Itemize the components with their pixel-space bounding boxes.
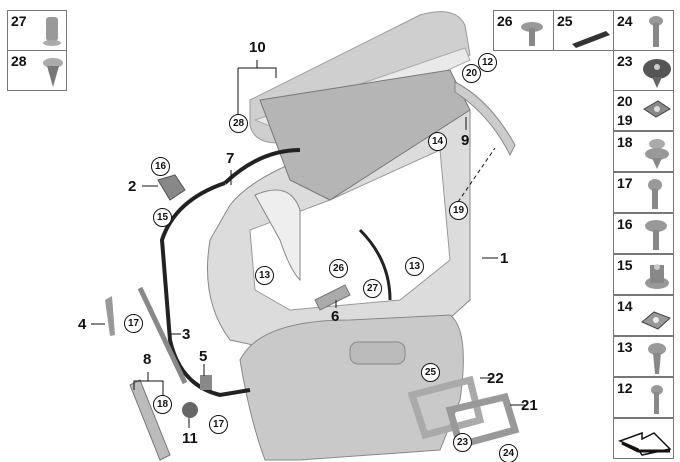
push-clip-icon	[43, 58, 63, 87]
speed-nut-icon	[641, 311, 671, 330]
callout-10: 10	[249, 39, 266, 56]
part-box-28: 28	[7, 50, 67, 91]
circled-callout-28: 28	[229, 114, 248, 133]
part-box-24: 24	[613, 10, 674, 51]
callout-11: 11	[182, 430, 198, 447]
hex-nut-icon	[645, 264, 669, 289]
callout-8: 8	[143, 351, 152, 368]
strut-part	[137, 286, 188, 385]
hex-bolt-icon	[651, 385, 663, 414]
circled-callout-17: 17	[124, 314, 143, 333]
callout-21: 21	[521, 397, 538, 414]
callout-6: 6	[331, 308, 340, 325]
part-box-14: 14	[613, 295, 674, 336]
circled-callout-27: 27	[363, 279, 382, 298]
part-box-15: 15	[613, 254, 674, 295]
callout-2: 2	[128, 178, 137, 195]
direction-arrow-icon	[617, 431, 672, 456]
screw-icon	[649, 16, 663, 47]
circled-callout-20: 20	[462, 64, 481, 83]
expansion-rivet-icon	[645, 139, 669, 169]
callout-3: 3	[182, 326, 191, 343]
part-box-17: 17	[613, 172, 674, 213]
callout-1: 1	[500, 250, 509, 267]
tailgate-skin	[239, 314, 464, 461]
circled-callout-14: 14	[428, 132, 447, 151]
circled-callout-15: 15	[153, 208, 172, 227]
part-box-20-19: 20 19	[613, 90, 674, 131]
callout-7: 7	[226, 150, 235, 167]
part-box-13: 13	[613, 336, 674, 377]
clip-nut-icon	[643, 100, 671, 118]
callout-9: 9	[461, 132, 470, 149]
circled-callout-13: 13	[255, 266, 274, 285]
washer-bolt-icon	[645, 220, 667, 250]
circled-callout-24: 24	[499, 444, 518, 462]
torx-bolt-icon	[648, 179, 662, 209]
part-box-16: 16	[613, 213, 674, 254]
circled-callout-23: 23	[453, 433, 472, 452]
circled-callout-25: 25	[421, 363, 440, 382]
part-box-12: 12	[613, 377, 674, 418]
circled-callout-12: 12	[478, 53, 497, 72]
circled-callout-16: 16	[151, 157, 170, 176]
flange-bolt-icon	[521, 22, 543, 46]
callout-5: 5	[199, 348, 208, 365]
grommet-icon	[643, 59, 671, 88]
circled-callout-17: 17	[209, 415, 228, 434]
foam-pad-icon	[572, 31, 610, 48]
part-box-26: 26	[493, 10, 554, 51]
part-box-23: 23	[613, 50, 674, 91]
part-box-18: 18	[613, 131, 674, 172]
circled-callout-18: 18	[153, 395, 172, 414]
callout-4: 4	[78, 316, 87, 333]
part-box-27: 27	[7, 10, 67, 51]
direction-arrow-box	[613, 418, 674, 459]
circled-callout-26: 26	[329, 259, 348, 278]
callout-22: 22	[487, 370, 504, 387]
circled-callout-19: 19	[449, 201, 468, 220]
rivet-nut-icon	[43, 17, 61, 46]
circled-callout-13: 13	[405, 257, 424, 276]
part-box-25: 25	[553, 10, 614, 51]
self-tapping-screw-icon	[648, 343, 666, 374]
